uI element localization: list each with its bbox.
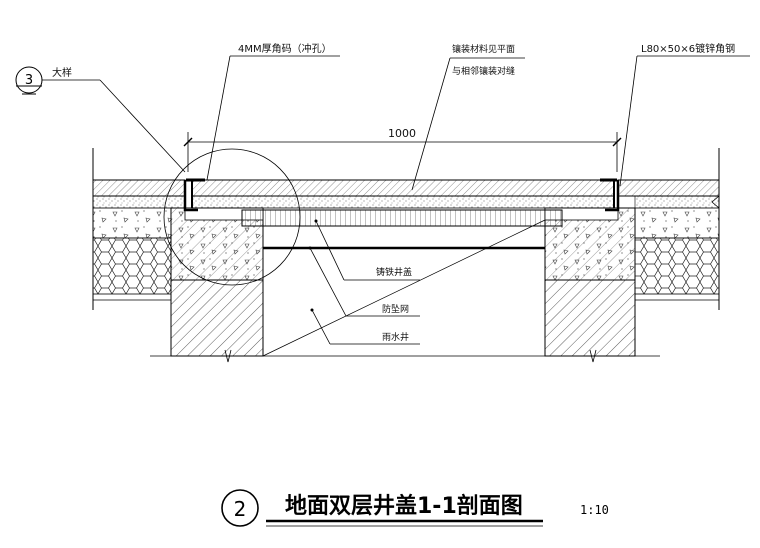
detail-ref-number: 3 <box>25 73 33 88</box>
title-number-circle <box>221 489 259 527</box>
right-gravel-layer <box>634 237 720 295</box>
detail-ref-label: 大样 <box>52 66 72 79</box>
drawing-scale: 1:10 <box>580 503 609 517</box>
left-well-wall <box>170 279 264 357</box>
corner-code-label: 4MM厚角码（冲孔） <box>238 42 332 55</box>
left-paving-slab <box>92 179 186 197</box>
paving-note-1: 镶装材料见平面 <box>452 43 515 55</box>
cast-iron-cover-label: 铸铁井盖 <box>376 266 412 278</box>
right-well-wall <box>544 279 636 357</box>
left-angle-steel <box>183 180 198 212</box>
title-number: 2 <box>234 497 247 521</box>
rain-well-label: 雨水井 <box>382 331 409 343</box>
cast-iron-cover <box>241 209 563 227</box>
left-gravel-layer <box>92 237 172 295</box>
cover-infill-paving <box>191 179 615 197</box>
dimension-value: 1000 <box>388 127 416 140</box>
detail-circle <box>163 148 301 286</box>
anti-fall-net-label: 防坠网 <box>382 303 409 315</box>
drawing-title: 地面双层井盖1-1剖面图 <box>285 493 523 519</box>
paving-note-2: 与相邻镶装对缝 <box>452 65 515 77</box>
right-paving-slab <box>617 179 720 197</box>
right-angle-steel <box>605 180 620 212</box>
angle-steel-label: L80×50×6镀锌角钢 <box>641 42 735 55</box>
